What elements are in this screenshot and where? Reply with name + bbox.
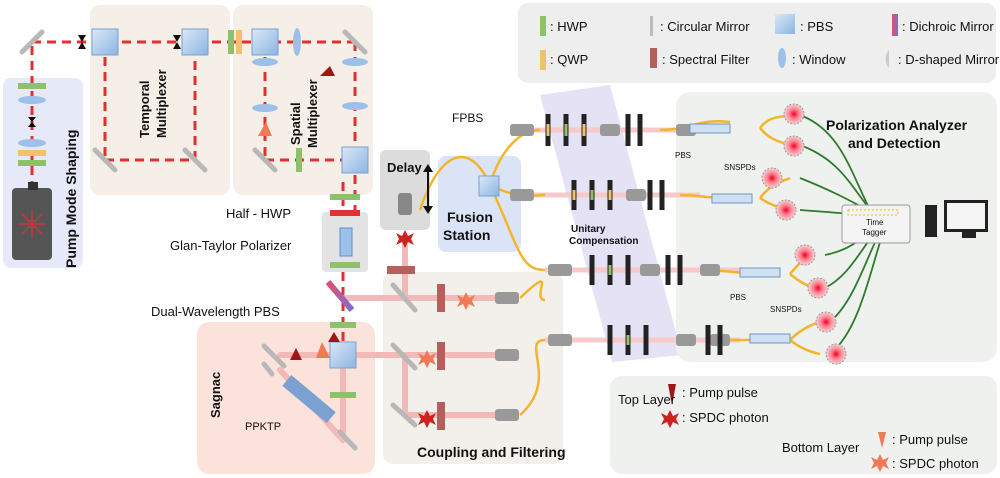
dual-pbs-label: Dual-Wavelength PBS xyxy=(151,304,280,319)
fusion-label-2: Station xyxy=(443,227,490,243)
bottom-spdc-label: : SPDC photon xyxy=(892,456,979,471)
delay-label: Delay xyxy=(387,160,422,175)
delay-region xyxy=(380,150,430,230)
glan-label: Glan-Taylor Polarizer xyxy=(170,238,292,253)
spatial-mux-label-2: Multiplexer xyxy=(305,79,320,148)
pump-pulse-icon xyxy=(320,66,335,76)
pbs-label-bottom: PBS xyxy=(730,293,746,302)
analyzer-label-1: Polarization Analyzer xyxy=(826,117,968,133)
legend-circular-mirror: : Circular Mirror xyxy=(660,19,750,34)
computer-tower xyxy=(925,205,937,237)
unitary-label-2: Compensation xyxy=(569,236,638,247)
snspd-detectors xyxy=(761,103,847,365)
snspd-label-bottom: SNSPDs xyxy=(770,305,802,314)
spatial-mux-label-1: Spatial xyxy=(288,102,303,145)
pbs-cubes xyxy=(91,28,500,369)
snspd-label-top: SNSPDs xyxy=(724,163,756,172)
layer-legend-box xyxy=(610,376,997,474)
legend-dichroic: : Dichroic Mirror xyxy=(902,19,994,34)
top-pump-label: : Pump pulse xyxy=(682,385,758,400)
ppktp-label: PPKTP xyxy=(245,421,281,433)
top-layer-label: Top Layer xyxy=(618,392,676,407)
legend-box xyxy=(518,3,996,83)
unitary-label-1: Unitary xyxy=(571,224,606,235)
top-spdc-label: : SPDC photon xyxy=(682,410,769,425)
pbs-label-top: PBS xyxy=(675,151,691,160)
ppktp-crystal xyxy=(282,374,336,424)
fiber-couplers xyxy=(495,124,730,421)
legend-qwp: : QWP xyxy=(550,52,588,67)
pump-pulse-icon-2 xyxy=(258,122,272,136)
time-tagger-label-2: Tagger xyxy=(862,228,887,237)
legend-hwp: : HWP xyxy=(550,19,588,34)
analyzer-label-2: and Detection xyxy=(848,135,941,151)
legend-d-mirror: : D-shaped Mirror xyxy=(898,52,1000,67)
laser-burst-icon xyxy=(18,210,46,238)
pump-mode-shaping-label: Pump Mode Shaping xyxy=(63,130,79,268)
mirrors xyxy=(19,29,418,451)
time-tagger-label-1: Time xyxy=(866,218,884,227)
legend-window: : Window xyxy=(792,52,846,67)
legend-spectral-filter: : Spectral Filter xyxy=(662,52,750,67)
fusion-region xyxy=(438,156,521,252)
fusion-label-1: Fusion xyxy=(447,209,493,225)
temporal-mux-label-1: Temporal xyxy=(137,80,152,138)
unitary-region xyxy=(540,85,682,362)
half-hwp-label: Half - HWP xyxy=(226,206,291,221)
coupling-label: Coupling and Filtering xyxy=(417,444,566,460)
legend-pbs: : PBS xyxy=(800,19,834,34)
bottom-layer-label: Bottom Layer xyxy=(782,440,860,455)
temporal-mux-label-2: Multiplexer xyxy=(154,69,169,138)
analyzer-region xyxy=(676,92,997,362)
spdc-photon-icons xyxy=(396,230,475,428)
sagnac-label: Sagnac xyxy=(208,372,223,418)
fpbs-label: FPBS xyxy=(452,111,483,125)
bottom-pump-label: : Pump pulse xyxy=(892,432,968,447)
